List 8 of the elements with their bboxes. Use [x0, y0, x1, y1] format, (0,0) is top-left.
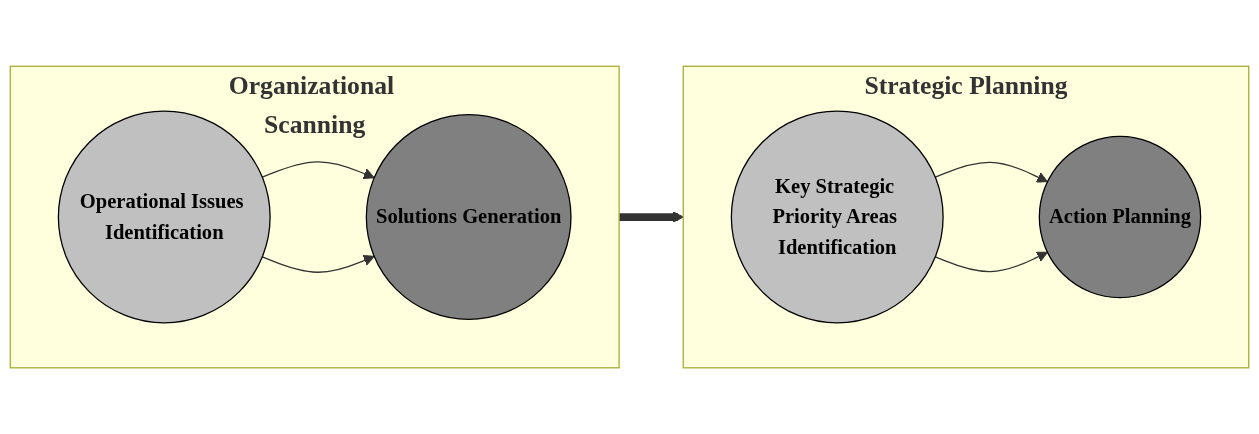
arrow [261, 161, 375, 179]
node-circle: Solutions Generation [365, 114, 572, 320]
node-circle: Key Strategic Priority Areas Identification [730, 110, 944, 324]
arrow [619, 211, 684, 223]
arrow [934, 161, 1048, 183]
arrow [934, 251, 1048, 273]
node-circle: Action Planning [1038, 135, 1202, 299]
arrow [261, 254, 375, 273]
